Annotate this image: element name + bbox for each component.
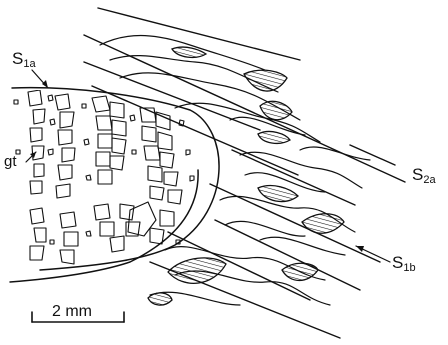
garnet-label: gt: [4, 153, 17, 170]
svg-text:S1a: S1a: [12, 49, 36, 70]
s2a-cleavage-lines: [84, 8, 405, 338]
porphyroblast-8: [168, 258, 226, 283]
label-garnet: gt: [4, 152, 36, 170]
svg-text:S1b: S1b: [392, 253, 416, 274]
porphyroblast-9: [148, 293, 172, 305]
fold-hinge: [10, 88, 219, 282]
s2a-subscript: 2a: [423, 174, 436, 186]
porphyroblast-2: [244, 70, 287, 91]
s2a-letter: S: [412, 165, 423, 184]
scale-bar: 2 mm: [32, 303, 124, 322]
fold-outline: [12, 88, 219, 270]
label-s1b: S1b: [356, 246, 416, 274]
porphyroblast-6: [302, 214, 344, 234]
label-s1a: S1a: [12, 49, 48, 88]
s1b-letter: S: [392, 253, 403, 272]
scale-bar-label: 2 mm: [52, 303, 92, 320]
svg-text:S2a: S2a: [412, 165, 436, 186]
porphyroblast-5: [258, 186, 298, 202]
porphyroblast-7: [282, 263, 318, 280]
s1b-subscript: 1b: [403, 262, 415, 274]
porphyroblast-4: [258, 132, 290, 144]
s1a-subscript: 1a: [23, 58, 36, 70]
label-s2a: S2a: [412, 165, 436, 186]
porphyroblast-3: [260, 101, 292, 119]
s1a-letter: S: [12, 49, 23, 68]
